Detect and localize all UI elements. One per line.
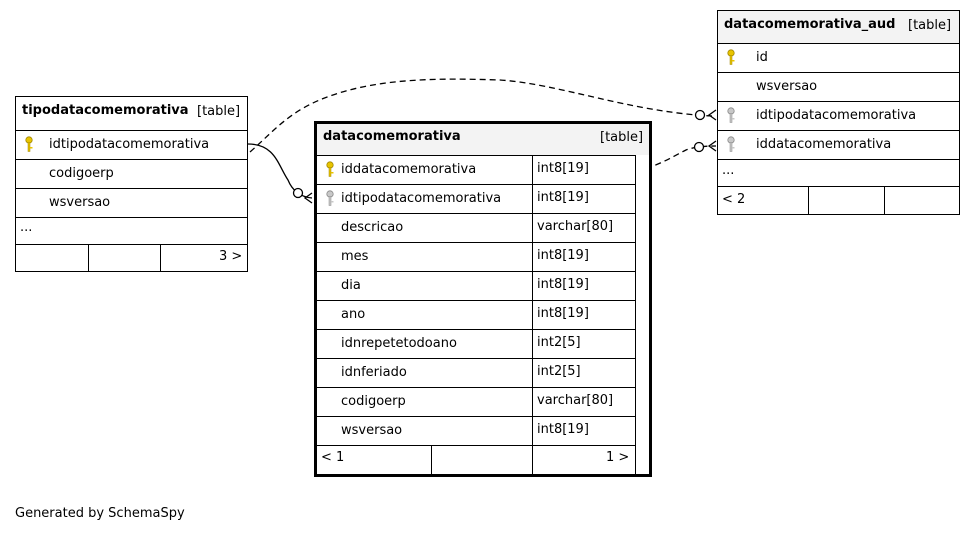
divider bbox=[532, 156, 533, 184]
table-name: datacomemorativa bbox=[323, 129, 461, 144]
column-row[interactable]: codigoerp varchar[80] bbox=[317, 387, 635, 416]
column-row[interactable]: id bbox=[718, 43, 959, 72]
nav-row: < 1 1 > bbox=[317, 445, 635, 474]
ellipsis-row: ... bbox=[718, 159, 959, 186]
column-type: varchar[80] bbox=[537, 219, 614, 234]
table-type-tag: [table] bbox=[908, 18, 952, 33]
column-type: int8[19] bbox=[537, 248, 589, 263]
column-name: idnrepetetodoano bbox=[341, 336, 457, 351]
divider bbox=[532, 214, 533, 242]
column-row[interactable]: wsversao int8[19] bbox=[317, 416, 635, 445]
column-row[interactable]: idtipodatacomemorativa bbox=[16, 130, 247, 159]
divider bbox=[808, 187, 809, 214]
column-row[interactable]: descricao varchar[80] bbox=[317, 213, 635, 242]
column-type: varchar[80] bbox=[537, 393, 614, 408]
column-row[interactable]: idtipodatacomemorativa int8[19] bbox=[317, 184, 635, 213]
column-row[interactable]: iddatacomemorativa int8[19] bbox=[317, 155, 635, 184]
table-type-tag: [table] bbox=[197, 104, 241, 119]
column-row[interactable]: mes int8[19] bbox=[317, 242, 635, 271]
edge-tipo-to-datacomemorativa bbox=[247, 143, 313, 199]
nav-row: 3 > bbox=[16, 244, 247, 271]
divider bbox=[532, 301, 533, 329]
nav-row: < 2 bbox=[718, 186, 959, 214]
edge-optional-circle bbox=[292, 187, 304, 199]
divider bbox=[532, 272, 533, 300]
column-row[interactable]: wsversao bbox=[16, 188, 247, 217]
column-type: int8[19] bbox=[537, 306, 589, 321]
column-type: int8[19] bbox=[537, 277, 589, 292]
column-row[interactable]: iddatacomemorativa bbox=[718, 130, 959, 159]
column-name: mes bbox=[341, 249, 369, 264]
nav-prev-link[interactable]: < 1 bbox=[321, 450, 345, 465]
foreign-key-icon bbox=[727, 136, 735, 152]
column-name: descricao bbox=[341, 220, 404, 235]
divider bbox=[532, 243, 533, 271]
nav-prev-link[interactable]: < 2 bbox=[722, 192, 746, 207]
edge-crowfoot bbox=[707, 109, 717, 121]
nav-next-link[interactable]: 1 > bbox=[606, 450, 630, 465]
column-name: iddatacomemorativa bbox=[756, 137, 892, 152]
column-name: wsversao bbox=[49, 195, 111, 210]
key-icon bbox=[326, 161, 334, 177]
divider bbox=[884, 187, 885, 214]
column-name: id bbox=[756, 50, 768, 65]
divider bbox=[532, 446, 533, 474]
key-icon bbox=[727, 49, 735, 65]
divider bbox=[635, 155, 636, 474]
edge-optional-circle bbox=[694, 109, 706, 121]
divider bbox=[88, 245, 89, 271]
divider bbox=[532, 417, 533, 445]
column-row[interactable]: wsversao bbox=[718, 72, 959, 101]
foreign-key-icon bbox=[326, 190, 334, 206]
column-name: codigoerp bbox=[49, 166, 114, 181]
ellipsis-row: ... bbox=[16, 217, 247, 244]
edge-optional-circle bbox=[693, 141, 705, 153]
divider bbox=[532, 185, 533, 213]
table-datacomemorativa[interactable]: datacomemorativa [table] iddatacomemorat… bbox=[314, 121, 652, 477]
column-row[interactable]: idtipodatacomemorativa bbox=[718, 101, 959, 130]
ellipsis: ... bbox=[722, 163, 735, 178]
column-type: int8[19] bbox=[537, 190, 589, 205]
column-name: codigoerp bbox=[341, 394, 406, 409]
nav-next-link[interactable]: 3 > bbox=[219, 249, 243, 264]
column-name: idtipodatacomemorativa bbox=[341, 191, 502, 206]
column-type: int8[19] bbox=[537, 422, 589, 437]
divider bbox=[431, 446, 432, 474]
column-type: int8[19] bbox=[537, 161, 589, 176]
column-row[interactable]: dia int8[19] bbox=[317, 271, 635, 300]
divider bbox=[532, 330, 533, 358]
column-name: wsversao bbox=[756, 79, 818, 94]
table-header: tipodatacomemorativa [table] bbox=[16, 97, 247, 130]
divider bbox=[532, 388, 533, 416]
column-type: int2[5] bbox=[537, 335, 581, 350]
column-name: idnferiado bbox=[341, 365, 407, 380]
column-row[interactable]: codigoerp bbox=[16, 159, 247, 188]
table-tipodatacomemorativa[interactable]: tipodatacomemorativa [table] idtipodatac… bbox=[15, 96, 248, 272]
table-datacomemorativa-aud[interactable]: datacomemorativa_aud [table] id wsversao… bbox=[717, 10, 960, 215]
edge-crowfoot bbox=[707, 140, 717, 152]
ellipsis: ... bbox=[20, 220, 33, 235]
divider bbox=[160, 245, 161, 271]
column-row[interactable]: idnrepetetodoano int2[5] bbox=[317, 329, 635, 358]
table-header: datacomemorativa_aud [table] bbox=[718, 11, 959, 43]
column-name: wsversao bbox=[341, 423, 403, 438]
table-header: datacomemorativa [table] bbox=[317, 124, 649, 155]
column-name: iddatacomemorativa bbox=[341, 162, 477, 177]
column-type: int2[5] bbox=[537, 364, 581, 379]
column-row[interactable]: ano int8[19] bbox=[317, 300, 635, 329]
generated-by-footer: Generated by SchemaSpy bbox=[15, 506, 185, 521]
table-name: tipodatacomemorativa bbox=[22, 103, 189, 118]
column-name: dia bbox=[341, 278, 361, 293]
table-type-tag: [table] bbox=[600, 130, 644, 145]
key-icon bbox=[25, 136, 33, 152]
column-row[interactable]: idnferiado int2[5] bbox=[317, 358, 635, 387]
column-name: idtipodatacomemorativa bbox=[49, 137, 210, 152]
edge-crowfoot bbox=[303, 192, 313, 204]
table-name: datacomemorativa_aud bbox=[724, 17, 896, 32]
divider bbox=[532, 359, 533, 387]
foreign-key-icon bbox=[727, 107, 735, 123]
column-name: idtipodatacomemorativa bbox=[756, 108, 917, 123]
column-name: ano bbox=[341, 307, 366, 322]
